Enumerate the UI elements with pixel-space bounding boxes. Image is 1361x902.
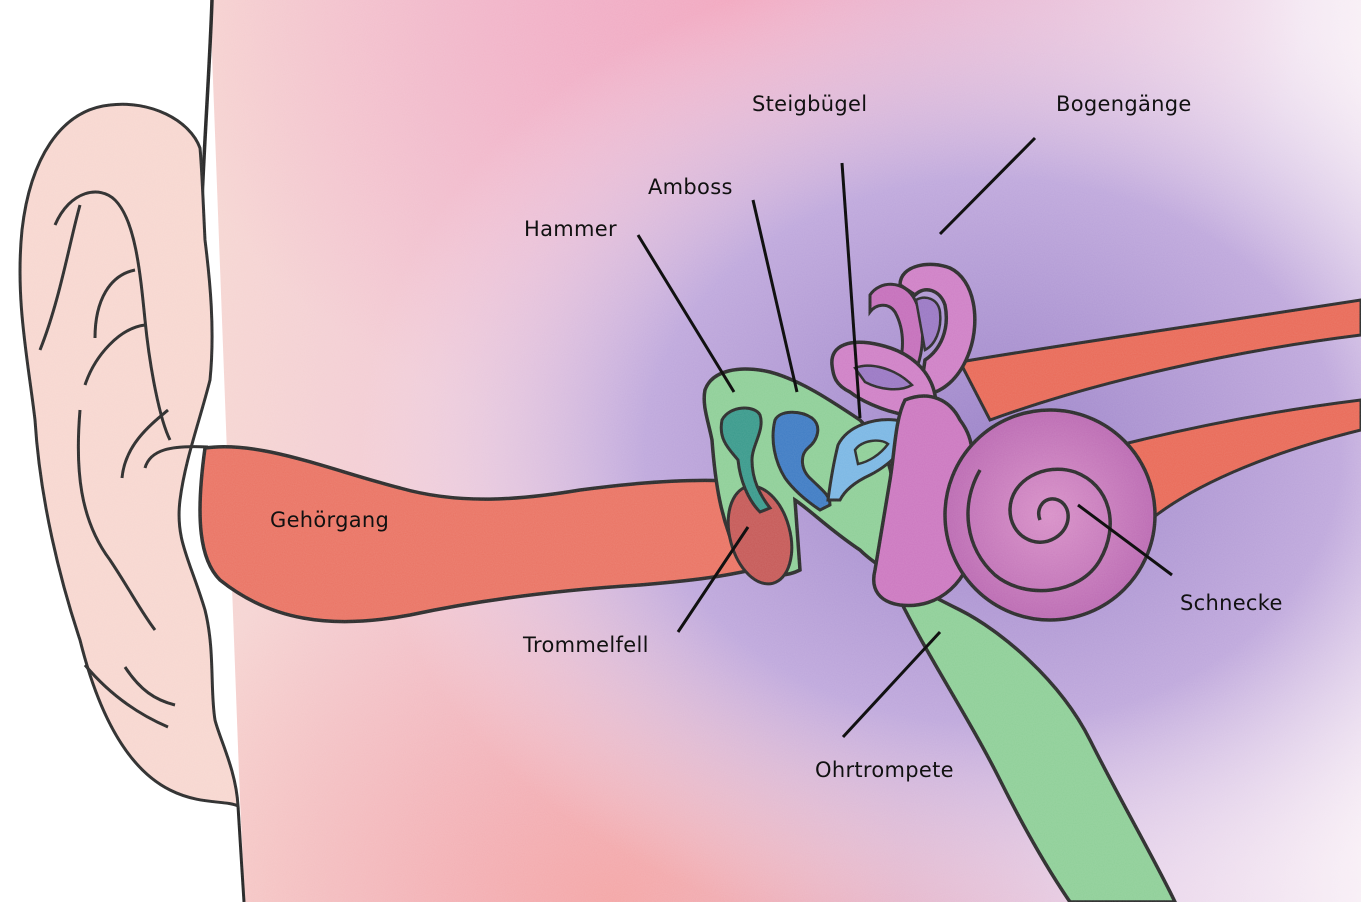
leader-line-steigbuegel	[840, 162, 862, 419]
leader-line-ohrtrompete	[841, 630, 942, 739]
label-bogengaenge: Bogengänge	[1056, 92, 1192, 116]
label-ohrtrompete: Ohrtrompete	[815, 758, 954, 782]
label-amboss: Amboss	[648, 175, 733, 199]
label-steigbuegel: Steigbügel	[752, 92, 868, 116]
label-hammer: Hammer	[524, 217, 617, 241]
label-trommelfell: Trommelfell	[523, 633, 649, 657]
leader-line-hammer	[636, 234, 736, 393]
label-schnecke: Schnecke	[1180, 591, 1283, 615]
leader-line-schnecke	[1077, 503, 1173, 577]
leader-line-trommelfell	[676, 526, 750, 633]
leader-line-bogengaenge	[938, 136, 1037, 236]
label-gehoergang: Gehörgang	[270, 508, 390, 532]
leader-line-amboss	[751, 199, 799, 393]
